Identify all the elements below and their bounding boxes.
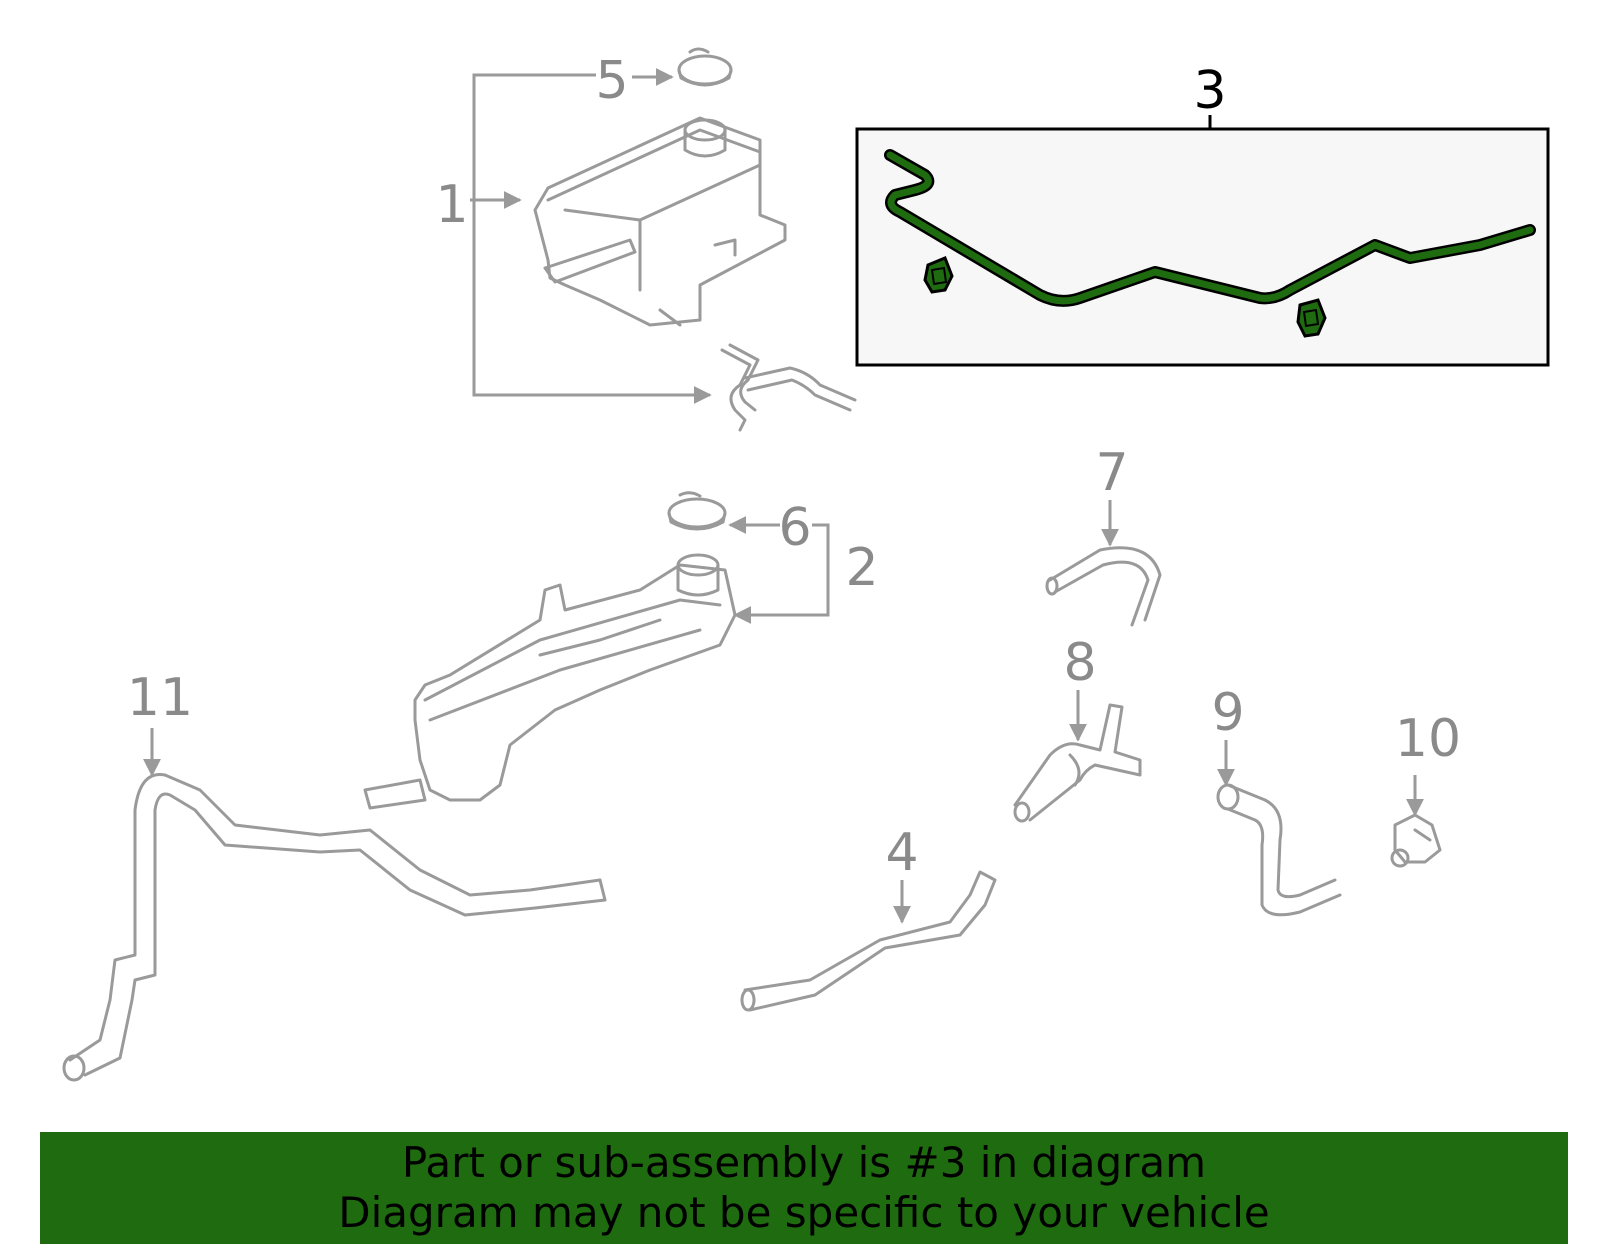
- part-1-hose[interactable]: [720, 343, 857, 432]
- part-8-hose[interactable]: [1013, 703, 1142, 823]
- part-5-cap[interactable]: [677, 47, 733, 87]
- callout-3: 3: [1193, 61, 1226, 121]
- callout-9: 9: [1211, 683, 1244, 743]
- part-9-hose[interactable]: [1216, 783, 1342, 917]
- callout-6: 6: [778, 498, 811, 558]
- part-7-hose[interactable]: [1045, 546, 1162, 627]
- callout-10: 10: [1395, 709, 1461, 769]
- part-6-cap[interactable]: [667, 491, 727, 531]
- callout-8: 8: [1063, 633, 1096, 693]
- callout-5: 5: [595, 51, 628, 111]
- callout-7: 7: [1095, 443, 1128, 503]
- part-4-hose[interactable]: [740, 870, 997, 1012]
- banner-line-2: Diagram may not be specific to your vehi…: [338, 1188, 1270, 1237]
- part-10-fitting[interactable]: [1390, 813, 1442, 868]
- part-3-hose-panel[interactable]: [855, 115, 1550, 367]
- part-1-reservoir[interactable]: [533, 116, 787, 327]
- hose-clip-right: [1296, 298, 1327, 338]
- banner-line-1: Part or sub-assembly is #3 in diagram: [401, 1138, 1207, 1187]
- part-2-reservoir[interactable]: [363, 553, 737, 810]
- info-banner: Part or sub-assembly is #3 in diagram Di…: [40, 1132, 1568, 1244]
- part-11-hose[interactable]: [62, 772, 607, 1082]
- callout-11: 11: [127, 668, 193, 728]
- callout-1: 1: [435, 175, 468, 235]
- hose-clip-left: [923, 256, 954, 294]
- callout-2: 2: [845, 538, 878, 598]
- callout-4: 4: [885, 823, 918, 883]
